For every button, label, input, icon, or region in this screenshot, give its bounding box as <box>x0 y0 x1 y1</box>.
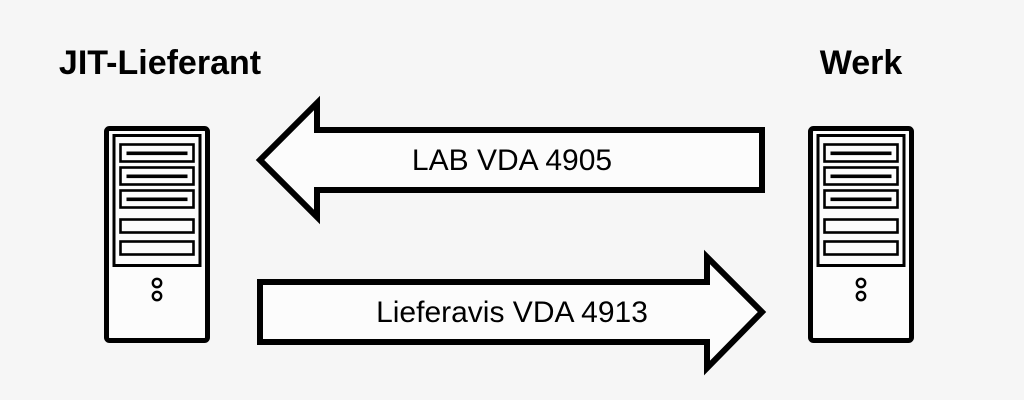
arrow-left-icon <box>255 95 765 225</box>
server-tower-icon-right <box>808 126 914 343</box>
node-title-jit-lieferant: JIT-Lieferant <box>58 44 262 82</box>
arrow-right-icon <box>257 249 767 376</box>
arrow-label-lab-vda-4905: LAB VDA 4905 <box>411 144 613 177</box>
arrow-label-lieferavis-vda-4913: Lieferavis VDA 4913 <box>376 296 648 329</box>
server-tower-icon-left <box>104 126 210 343</box>
node-title-werk: Werk <box>819 44 903 82</box>
